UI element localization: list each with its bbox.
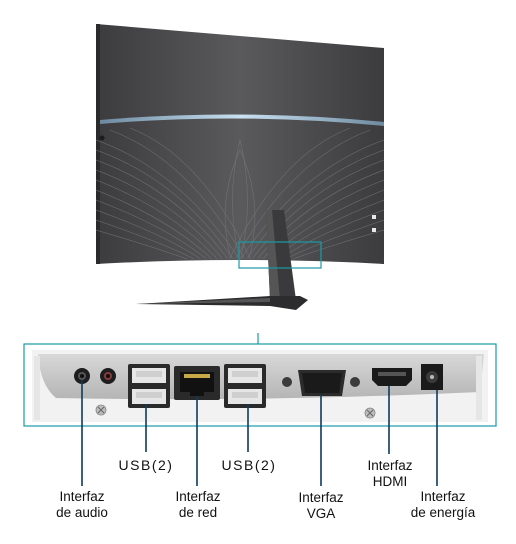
- audio-jack-icon: [74, 368, 90, 384]
- screw-icon: [95, 404, 107, 416]
- highlight-strip: [100, 114, 384, 126]
- connector-lines: [81, 380, 438, 486]
- side-button: [372, 228, 376, 232]
- audio-jack-icon: [100, 368, 116, 384]
- usb-right-label: USB(2): [221, 457, 277, 473]
- screw-icon: [364, 407, 376, 419]
- usb-port-icon: [224, 364, 266, 408]
- ethernet-port-icon: [174, 366, 220, 400]
- usb-left-label: USB(2): [118, 457, 174, 473]
- energia-label: Interfaz de energía: [410, 489, 476, 520]
- audio-label: Interfaz de audio: [56, 489, 108, 520]
- hdmi-label: Interfaz HDMI: [367, 458, 413, 489]
- port-panel-zoom: [23, 343, 497, 427]
- vga-label: Interfaz VGA: [298, 490, 344, 521]
- callout-box: [238, 241, 322, 269]
- vga-port-icon: [282, 370, 360, 396]
- side-button: [372, 215, 376, 219]
- monitor-stand: [136, 210, 308, 310]
- usb-port-icon: [128, 364, 170, 408]
- red-label: Interfaz de red: [175, 489, 221, 520]
- power-port-icon: [421, 364, 443, 390]
- monitor-back: [96, 24, 384, 264]
- hdmi-port-icon: [372, 368, 412, 386]
